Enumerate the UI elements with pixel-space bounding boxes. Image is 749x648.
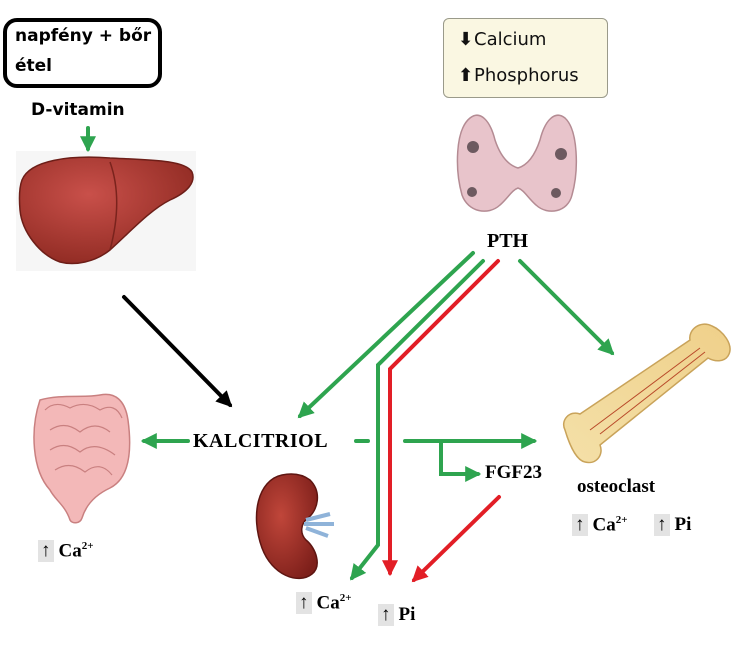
arrow-pth-kidney-pi <box>382 259 500 577</box>
kidney-pi-effect: ↑Pi <box>378 604 415 626</box>
fgf23-label: FGF23 <box>485 462 542 483</box>
arrow-fgf23-pi <box>411 495 501 583</box>
kidney-icon <box>255 473 334 580</box>
kidney-ca-effect: ↑Ca2+ <box>296 592 352 615</box>
legend-phosphorus: ⬆Phosphorus <box>458 65 579 86</box>
arrow-pth-kalcitriol <box>297 251 475 419</box>
source-line-2: étel <box>15 56 53 76</box>
arrow-pth-kidney-ca <box>350 259 485 581</box>
thyroid-icon <box>456 114 578 212</box>
arrow-kalcitriol-fgf23 <box>439 439 482 482</box>
bone-ca-effect: ↑Ca2+ <box>572 514 628 537</box>
source-box: napfény + bőr étel <box>3 18 162 88</box>
up-arrow-icon: ⬆ <box>458 65 474 86</box>
source-line-1: napfény + bőr <box>15 26 152 46</box>
vitamin-d-label: D-vitamin <box>31 100 125 120</box>
up-arrow-icon: ↑ <box>38 540 54 563</box>
up-arrow-icon: ↑ <box>654 514 670 536</box>
down-arrow-icon: ⬇ <box>458 29 474 50</box>
bone-pi-effect: ↑Pi <box>654 514 691 536</box>
arrow-liver-kalcitriol <box>122 295 233 408</box>
kalcitriol-label: KALCITRIOL <box>193 430 329 452</box>
legend-calcium: ⬇Calcium <box>458 29 546 50</box>
arrows <box>80 126 615 583</box>
arrow-pth-bone <box>518 259 615 356</box>
legend-phosphorus-label: Phosphorus <box>474 65 579 86</box>
bone-icon <box>563 323 731 464</box>
pth-label: PTH <box>487 230 529 252</box>
up-arrow-icon: ↑ <box>378 604 394 626</box>
legend-box: ⬇Calcium ⬆Phosphorus <box>443 18 608 98</box>
osteoclast-label: osteoclast <box>577 476 656 497</box>
up-arrow-icon: ↑ <box>572 514 588 537</box>
intestine-icon <box>33 393 131 524</box>
liver-icon <box>16 151 196 271</box>
up-arrow-icon: ↑ <box>296 592 312 615</box>
intestine-ca-effect: ↑Ca2+ <box>38 540 94 563</box>
legend-calcium-label: Calcium <box>474 29 547 50</box>
